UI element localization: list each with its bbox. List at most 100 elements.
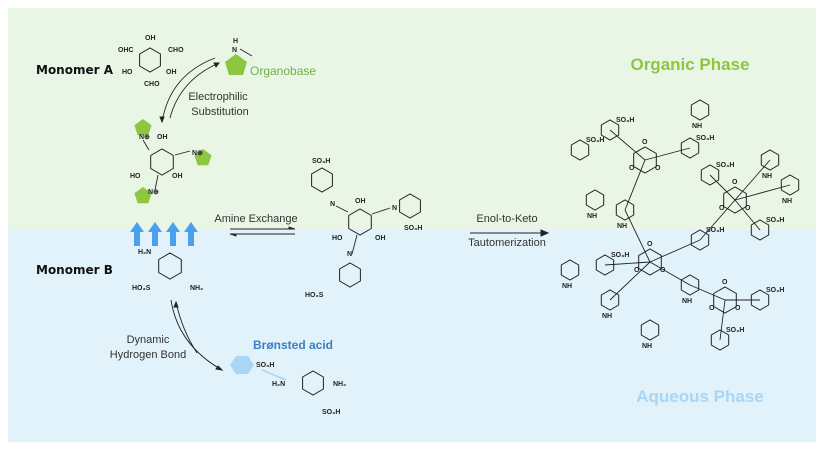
- group-label-oh: OH: [145, 35, 156, 42]
- group-label-o: O: [634, 267, 640, 274]
- group-label-o: O: [647, 241, 653, 248]
- group-label-so3h: SO₃H: [766, 287, 784, 294]
- group-label-ho: HO: [122, 69, 133, 76]
- organobase-n: N: [232, 47, 237, 54]
- step-electrophilic-line2: Substitution: [191, 106, 248, 118]
- cof-linker-ring: [750, 289, 770, 311]
- cof-linker-ring: [600, 119, 620, 141]
- cof-linker-ring: [680, 137, 700, 159]
- group-label-o: O: [642, 139, 648, 146]
- group-label-o: O: [709, 305, 715, 312]
- cof-core-ring: [638, 248, 662, 276]
- cof-linker-ring: [750, 219, 770, 241]
- step-hbond-line1: Dynamic: [127, 334, 170, 346]
- up-arrow-icon: [184, 222, 198, 246]
- group-label-ho: HO: [332, 235, 343, 242]
- group-label-o: O: [722, 279, 728, 286]
- group-label-so3h: SO₃H: [726, 327, 744, 334]
- aqueous-phase-label: Aqueous Phase: [636, 387, 764, 406]
- up-arrow-icon: [130, 222, 144, 246]
- group-label-nh2: NH₂: [333, 381, 346, 388]
- group-label-nh: NH: [782, 198, 792, 205]
- cof-linker-ring: [600, 289, 620, 311]
- aryl-ring: [311, 167, 333, 193]
- group-label-nh: NH: [642, 343, 652, 350]
- cof-linker-ring: [710, 329, 730, 351]
- monomer-b-label: Monomer B: [36, 263, 113, 277]
- group-label-oh: OH: [166, 69, 177, 76]
- monomer-b-ring: [158, 252, 182, 280]
- group-label-o: O: [745, 205, 751, 212]
- group-label-o: O: [719, 205, 725, 212]
- group-label-so3h: SO₃H: [611, 252, 629, 259]
- group-label-nh: NH: [682, 298, 692, 305]
- monomer-a-label: Monomer A: [36, 63, 114, 77]
- step-amine-exchange: Amine Exchange: [214, 213, 297, 225]
- group-label-nh: NH: [587, 213, 597, 220]
- group-label-so3h: SO₃H: [322, 409, 340, 416]
- group-label-ho: HO: [130, 173, 141, 180]
- organobase-label: Organobase: [250, 64, 316, 78]
- group-label-o: O: [660, 267, 666, 274]
- bronsted-acid-hexagon-icon: [230, 356, 254, 374]
- aryl-ring: [399, 193, 421, 219]
- group-label-oh: OH: [375, 235, 386, 242]
- cof-linker-ring: [595, 254, 615, 276]
- group-label-ho3s: HO₃S: [305, 292, 324, 299]
- group-label-so3h: SO₃H: [586, 137, 604, 144]
- group-label-nplus: N⊕: [192, 150, 203, 157]
- aqueous-phase-region: [8, 230, 816, 442]
- group-label-nh: NH: [617, 223, 627, 230]
- group-label-so3h: SO₃H: [706, 227, 724, 234]
- intermediate-ring: [150, 148, 174, 176]
- step-electrophilic-line1: Electrophilic: [188, 91, 248, 103]
- organic-phase-region: [8, 8, 816, 230]
- step-hbond-line2: Hydrogen Bond: [110, 349, 186, 361]
- organic-phase-label: Organic Phase: [630, 55, 749, 74]
- cof-linker-ring: [690, 229, 710, 251]
- pyrrolidinium-pentagon-icon: [194, 149, 212, 166]
- aryl-ring: [339, 262, 361, 288]
- diaminobenzenesulfonic-ring: [302, 370, 324, 396]
- group-label-oh: OH: [355, 198, 366, 205]
- group-label-so3h: SO₃H: [696, 135, 714, 142]
- group-label-h2n: H₂N: [272, 381, 285, 388]
- phase-transfer-arrows: [130, 222, 198, 246]
- step-enol-keto-line1: Enol-to-Keto: [476, 213, 537, 225]
- step-enol-keto-line2: Tautomerization: [468, 237, 546, 249]
- organobase-pentagon-icon: [225, 54, 247, 75]
- bronsted-acid-label: Brønsted acid: [253, 338, 333, 352]
- group-label-nh: NH: [692, 123, 702, 130]
- cof-linker-ring: [680, 274, 700, 296]
- group-label-n: N: [392, 205, 397, 212]
- cof-linker-ring: [570, 139, 590, 161]
- group-label-n: N: [330, 201, 335, 208]
- group-label-nplus: N⊕: [148, 189, 159, 196]
- group-label-o: O: [629, 165, 635, 172]
- group-label-nh: NH: [602, 313, 612, 320]
- cof-linker-ring: [615, 199, 635, 221]
- cof-core-ring: [713, 286, 737, 314]
- group-label-oh: OH: [157, 134, 168, 141]
- group-label-so3h: SO₃H: [256, 362, 274, 369]
- group-label-ohc: OHC: [118, 47, 134, 54]
- cof-linker-ring: [690, 99, 710, 121]
- group-label-cho: CHO: [144, 81, 160, 88]
- hbond-equilibrium-arrows: [170, 299, 224, 371]
- up-arrow-icon: [166, 222, 180, 246]
- group-label-so3h: SO₃H: [716, 162, 734, 169]
- group-label-h2n: H₂N: [138, 249, 151, 256]
- pyrrolidinium-pentagon-icon: [134, 119, 152, 136]
- organobase-h: H: [233, 38, 238, 45]
- group-label-so3h: SO₃H: [616, 117, 634, 124]
- group-label-so3h: SO₃H: [312, 158, 330, 165]
- group-label-o: O: [655, 165, 661, 172]
- cof-core-ring: [723, 186, 747, 214]
- group-label-nh2: NH₂: [190, 285, 203, 292]
- group-label-cho: CHO: [168, 47, 184, 54]
- product-ring: [348, 208, 372, 236]
- cof-linker-ring: [640, 319, 660, 341]
